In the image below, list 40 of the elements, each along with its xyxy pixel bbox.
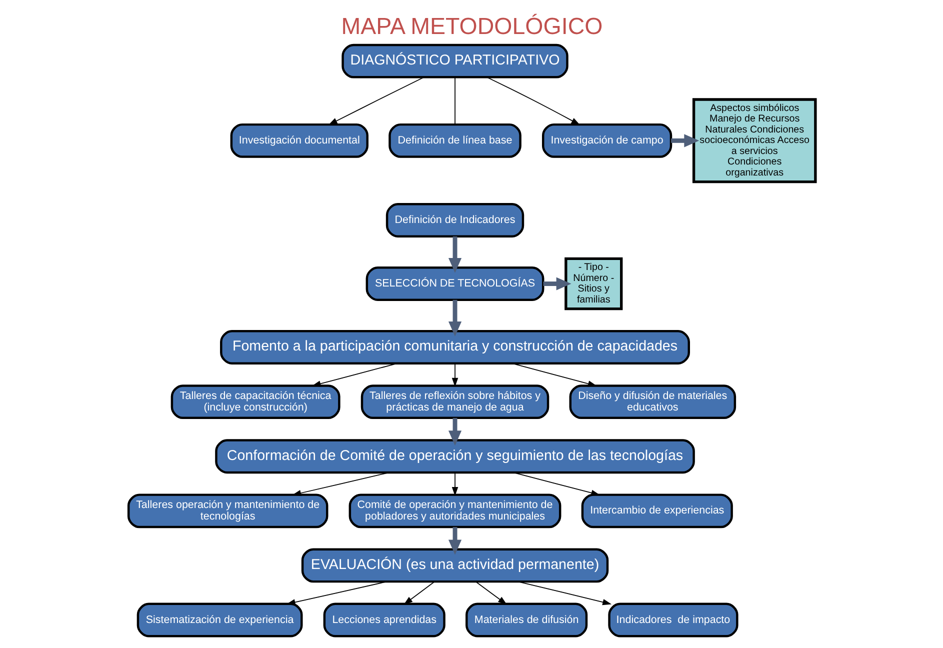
arrow (486, 76, 580, 126)
arrow (451, 362, 458, 387)
node-box: Indicadores de impacto (608, 602, 738, 638)
arrow (512, 472, 600, 496)
arrow (542, 277, 571, 290)
node-box: Definición de Indicadores (385, 203, 524, 238)
node-box: Intercambio de experiencias (580, 494, 732, 528)
node-box: Lecciones aprendidas (322, 602, 445, 638)
arrow (448, 300, 462, 336)
node-box: Diseño y difusión de materiales educativos (568, 384, 736, 420)
arrow (448, 527, 462, 555)
arrow (448, 418, 462, 446)
node-box: Aspectos simbólicos Manejo de Recursos Naturales Condiciones socioeconómicas Acceso a servicios Condiciones organizativas (692, 98, 816, 184)
diagram-title: MAPA METODOLÓGICO (340, 13, 602, 40)
arrow (403, 581, 435, 605)
arrow (517, 581, 612, 606)
node-box: Comité de operación y mantenimiento de pobladores y autoridades municipales (348, 494, 561, 528)
connector (454, 76, 455, 125)
node-box: EVALUACIÓN (es una actividad permanente) (300, 548, 608, 583)
arrow (328, 76, 424, 126)
arrow (311, 362, 398, 387)
node-box: Talleres de capacitación técnica (incluye construcción) (170, 384, 340, 420)
node-box: Definición de línea base (388, 123, 521, 158)
node-box: Conformación de Comité de operación y seguimiento de las tecnologías (214, 439, 694, 474)
node-box: Materiales de difusión (465, 602, 588, 638)
node-box: Sistematización de experiencia (136, 602, 302, 638)
arrow (292, 472, 390, 496)
node-box: - Tipo - Número - Sitios y familias (564, 257, 622, 310)
arrow (448, 236, 462, 273)
arrow (670, 134, 699, 148)
arrow (451, 472, 458, 496)
node-box: Fomento a la participación comunitaria y construcción de capacidades (220, 330, 690, 364)
node-box: Talleres operación y mantenimiento de tecnologías (126, 494, 328, 528)
node-box: SELECCIÓN DE TECNOLOGÍAS (365, 266, 544, 301)
arrow (474, 581, 506, 605)
arrow (286, 581, 387, 606)
node-box: Talleres de reflexión sobre hábitos y prácticas de manejo de agua (360, 384, 549, 420)
node-box: DIAGNÓSTICO PARTICIPATIVO (341, 44, 568, 78)
node-box: Investigación de campo (541, 123, 672, 158)
node-box: Investigación documental (230, 123, 368, 158)
